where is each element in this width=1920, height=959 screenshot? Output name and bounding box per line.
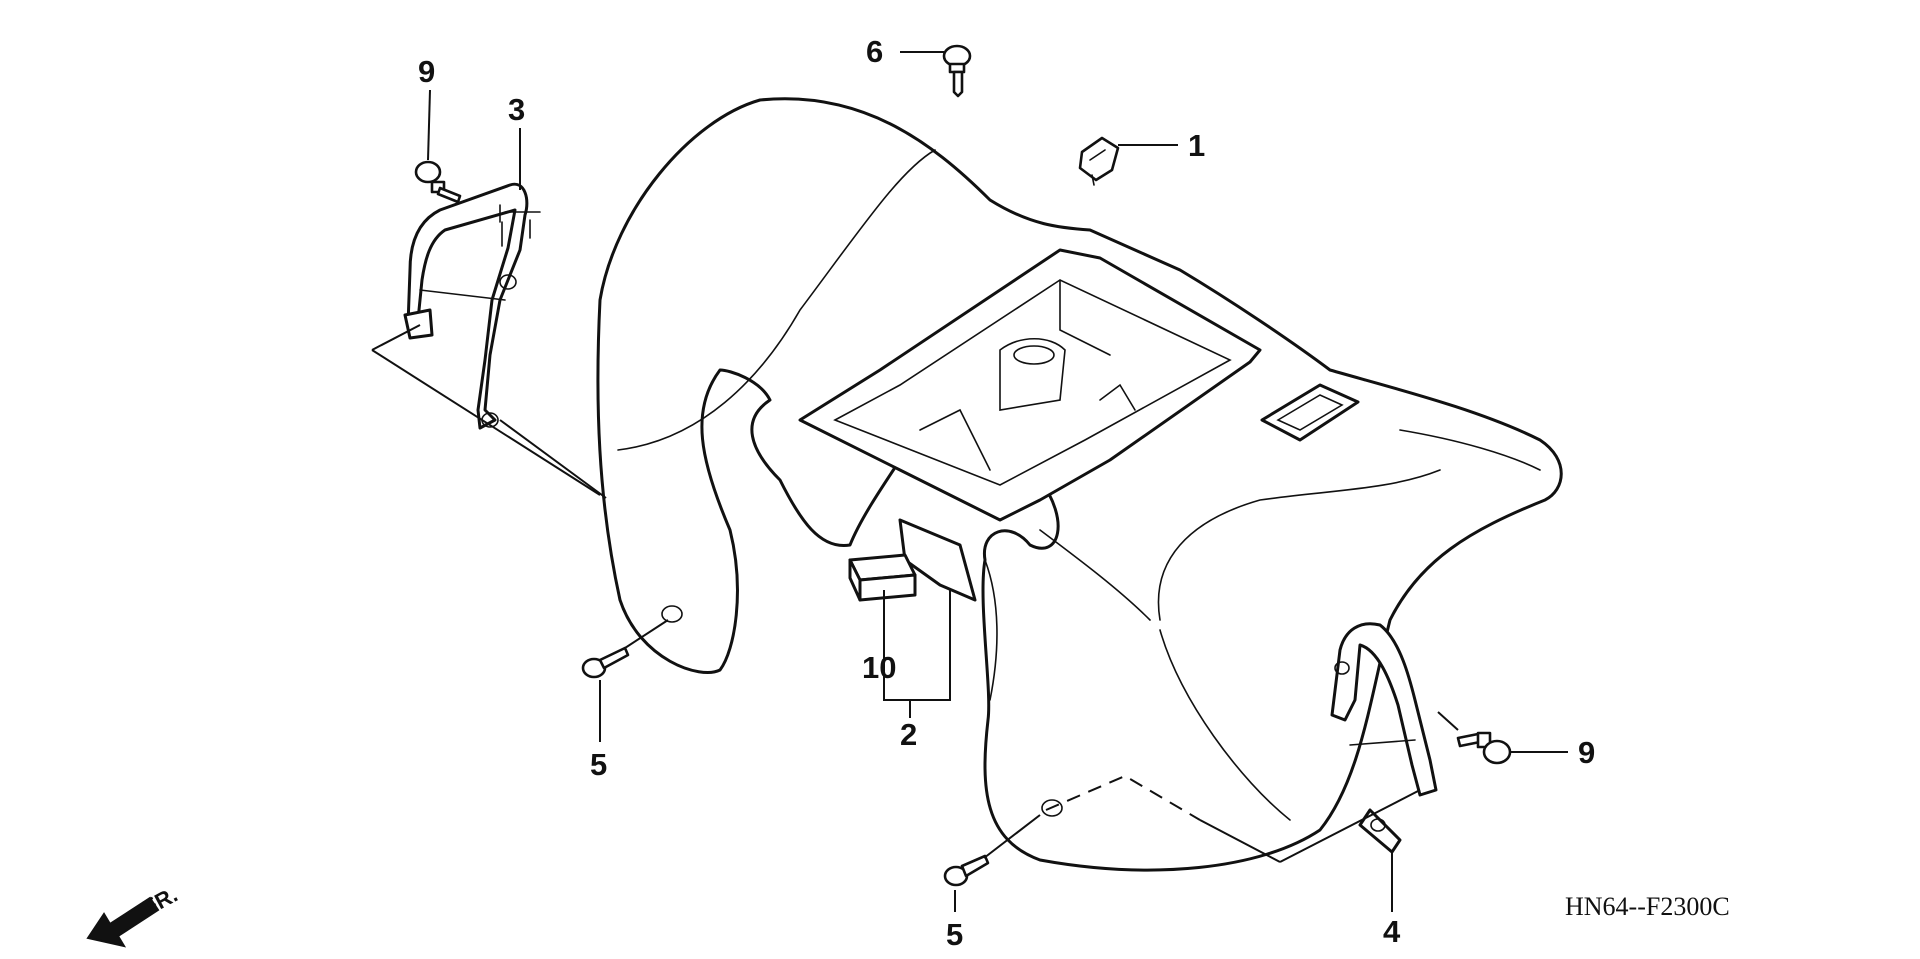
bolt-part-9-right xyxy=(1456,731,1512,765)
callout-4: 4 xyxy=(1383,914,1401,949)
leader-lines xyxy=(371,51,1568,912)
callout-2: 2 xyxy=(900,717,917,752)
callouts: 1 2 3 4 5 5 6 9 9 10 xyxy=(418,34,1595,952)
diagram-code: HN64--F2300C xyxy=(1565,892,1730,921)
bolt-part-6 xyxy=(942,44,972,98)
screw-part-5-left xyxy=(581,646,630,679)
bolt-part-9-left xyxy=(414,160,462,204)
callout-1: 1 xyxy=(1188,128,1205,163)
clip-part-1 xyxy=(1078,136,1120,186)
screw-part-5-right xyxy=(943,854,990,887)
callout-9-right: 9 xyxy=(1578,735,1595,770)
arrow-icon xyxy=(86,896,160,948)
callout-6: 6 xyxy=(866,34,883,69)
rear-fender xyxy=(596,97,1563,872)
grab-bar-right-part-4 xyxy=(1330,622,1438,854)
grab-bar-left-part-3 xyxy=(403,182,531,430)
front-direction-arrow: FR. xyxy=(86,882,182,948)
callout-9-left: 9 xyxy=(418,54,435,89)
callout-10: 10 xyxy=(862,650,896,685)
callout-3: 3 xyxy=(508,92,525,127)
foam-block-part-10 xyxy=(848,553,917,602)
callout-5-right: 5 xyxy=(946,917,963,952)
callout-5-left: 5 xyxy=(590,747,607,782)
